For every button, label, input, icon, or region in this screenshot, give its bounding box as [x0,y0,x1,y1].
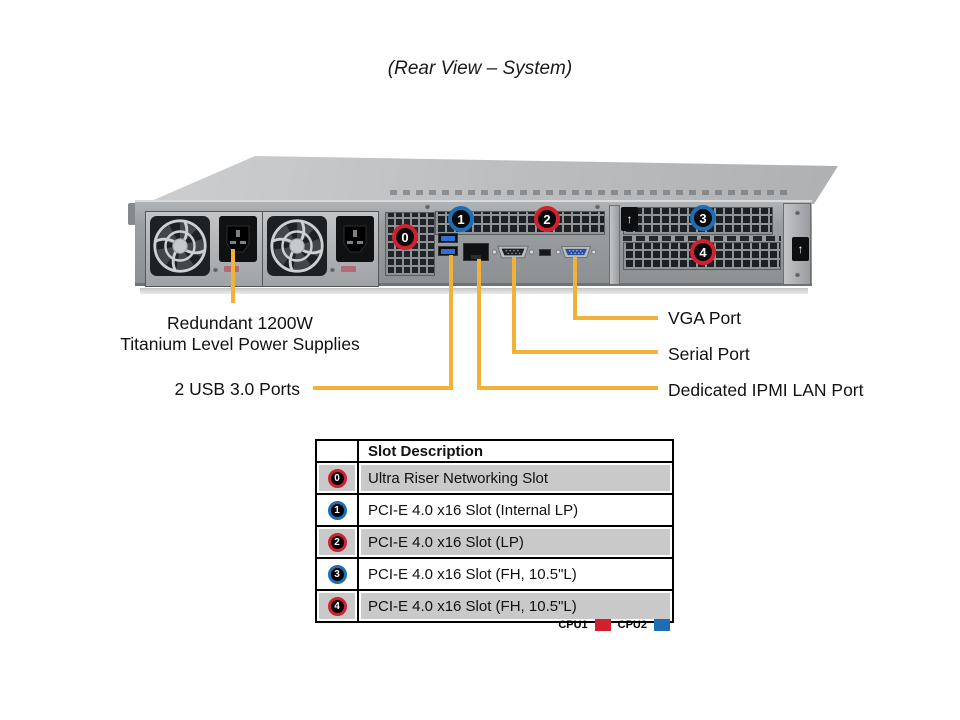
slot-number-cell: 2 [315,525,359,559]
psu-latch [340,266,356,272]
screw-icon [213,267,218,272]
table-row-slot-0: 0 Ultra Riser Networking Slot [315,461,674,495]
label-ipmi-lan-port: Dedicated IPMI LAN Port [668,380,864,400]
callout-line-serial-h [512,350,658,354]
chassis-lid [135,156,838,208]
label-serial-port: Serial Port [668,344,750,364]
power-supply-bay [145,211,379,287]
cpu2-color-swatch [654,619,670,631]
slot-0-badge: 0 [327,468,347,488]
ac-inlet-icon [335,216,374,262]
ipmi-lan-port [463,243,489,261]
slot-1-description: PCI-E 4.0 x16 Slot (Internal LP) [357,493,674,527]
io-shield-grille [435,211,605,235]
callout-2: 2 [534,206,560,232]
usb-3-ports [438,233,460,259]
arrow-up-icon: ↑ [621,207,638,231]
callout-line-psu [231,249,235,303]
vga-port-connector [555,244,597,260]
label-power-supplies-line2: Titanium Level Power Supplies [120,334,360,354]
slot-divider [623,236,781,241]
cpu1-color-swatch [594,619,611,631]
serial-port-connector [491,244,535,260]
page-title: (Rear View – System) [387,58,573,79]
slot-number-cell: 4 [315,589,359,623]
slot-3-description: PCI-E 4.0 x16 Slot (FH, 10.5"L) [357,557,674,591]
callout-line-usb-h [313,386,453,390]
screw-icon [795,272,800,277]
psu-fan-icon [266,216,327,276]
table-row-slot-2: 2 PCI-E 4.0 x16 Slot (LP) [315,525,674,559]
slot-1-badge: 1 [327,500,347,520]
chassis-lid-vents [390,190,790,195]
server-rear-illustration: ↑ ↑ 0 1 2 3 4 [128,150,842,300]
legend-cpu1-label: CPU1 [558,619,588,631]
callout-1: 1 [448,206,474,232]
screw-icon [329,267,335,272]
table-header-row: Slot Description [315,439,674,463]
table-row-slot-4: 4 PCI-E 4.0 x16 Slot (FH, 10.5"L) [315,589,674,623]
slot-number-cell: 3 [315,557,359,591]
power-supply-1 [146,212,263,286]
chassis-base-shadow [140,288,808,294]
slot-bracket [609,205,620,285]
callout-line-ipmi-v [477,259,481,390]
slot-description-table: Slot Description 0 Ultra Riser Networkin… [315,439,674,623]
callout-line-serial-v [512,257,516,354]
arrow-up-icon: ↑ [792,237,809,261]
usb-port-icon [438,233,458,243]
screw-icon [795,210,800,215]
callout-line-vga-v [573,257,577,320]
slot-number-cell: 1 [315,493,359,527]
slot-0-description: Ultra Riser Networking Slot [357,461,674,495]
slot-2-description: PCI-E 4.0 x16 Slot (LP) [357,525,674,559]
callout-0: 0 [392,224,418,250]
callout-3: 3 [690,205,716,231]
label-power-supplies-line1: Redundant 1200W [167,313,313,333]
power-supply-2 [262,212,378,286]
callout-line-ipmi-h [477,386,658,390]
slot-2-badge: 2 [327,532,347,552]
ac-inlet-icon [219,216,257,262]
table-header-cell: Slot Description [357,439,674,463]
slot-4-badge: 4 [327,596,347,616]
cpu-legend: CPU1 CPU2 [430,619,670,631]
callout-line-vga-h [573,316,658,320]
label-vga-port: VGA Port [668,308,741,328]
table-row-slot-1: 1 PCI-E 4.0 x16 Slot (Internal LP) [315,493,674,527]
screw-icon [425,204,430,209]
screw-icon [595,204,600,209]
label-power-supplies: Redundant 1200W Titanium Level Power Sup… [110,313,370,355]
slot-number-cell: 0 [315,461,359,495]
table-corner-cell [315,439,359,463]
psu-fan-icon [150,216,210,276]
usb-port-icon [438,246,458,256]
label-usb-ports: 2 USB 3.0 Ports [174,379,300,399]
mini-port [539,249,551,256]
callout-line-usb-v [449,255,453,390]
slot-4-description: PCI-E 4.0 x16 Slot (FH, 10.5"L) [357,589,674,623]
legend-cpu2-label: CPU2 [617,619,647,631]
table-row-slot-3: 3 PCI-E 4.0 x16 Slot (FH, 10.5"L) [315,557,674,591]
slot-3-badge: 3 [327,564,347,584]
chassis-left-tab [128,203,137,225]
callout-4: 4 [690,239,716,265]
